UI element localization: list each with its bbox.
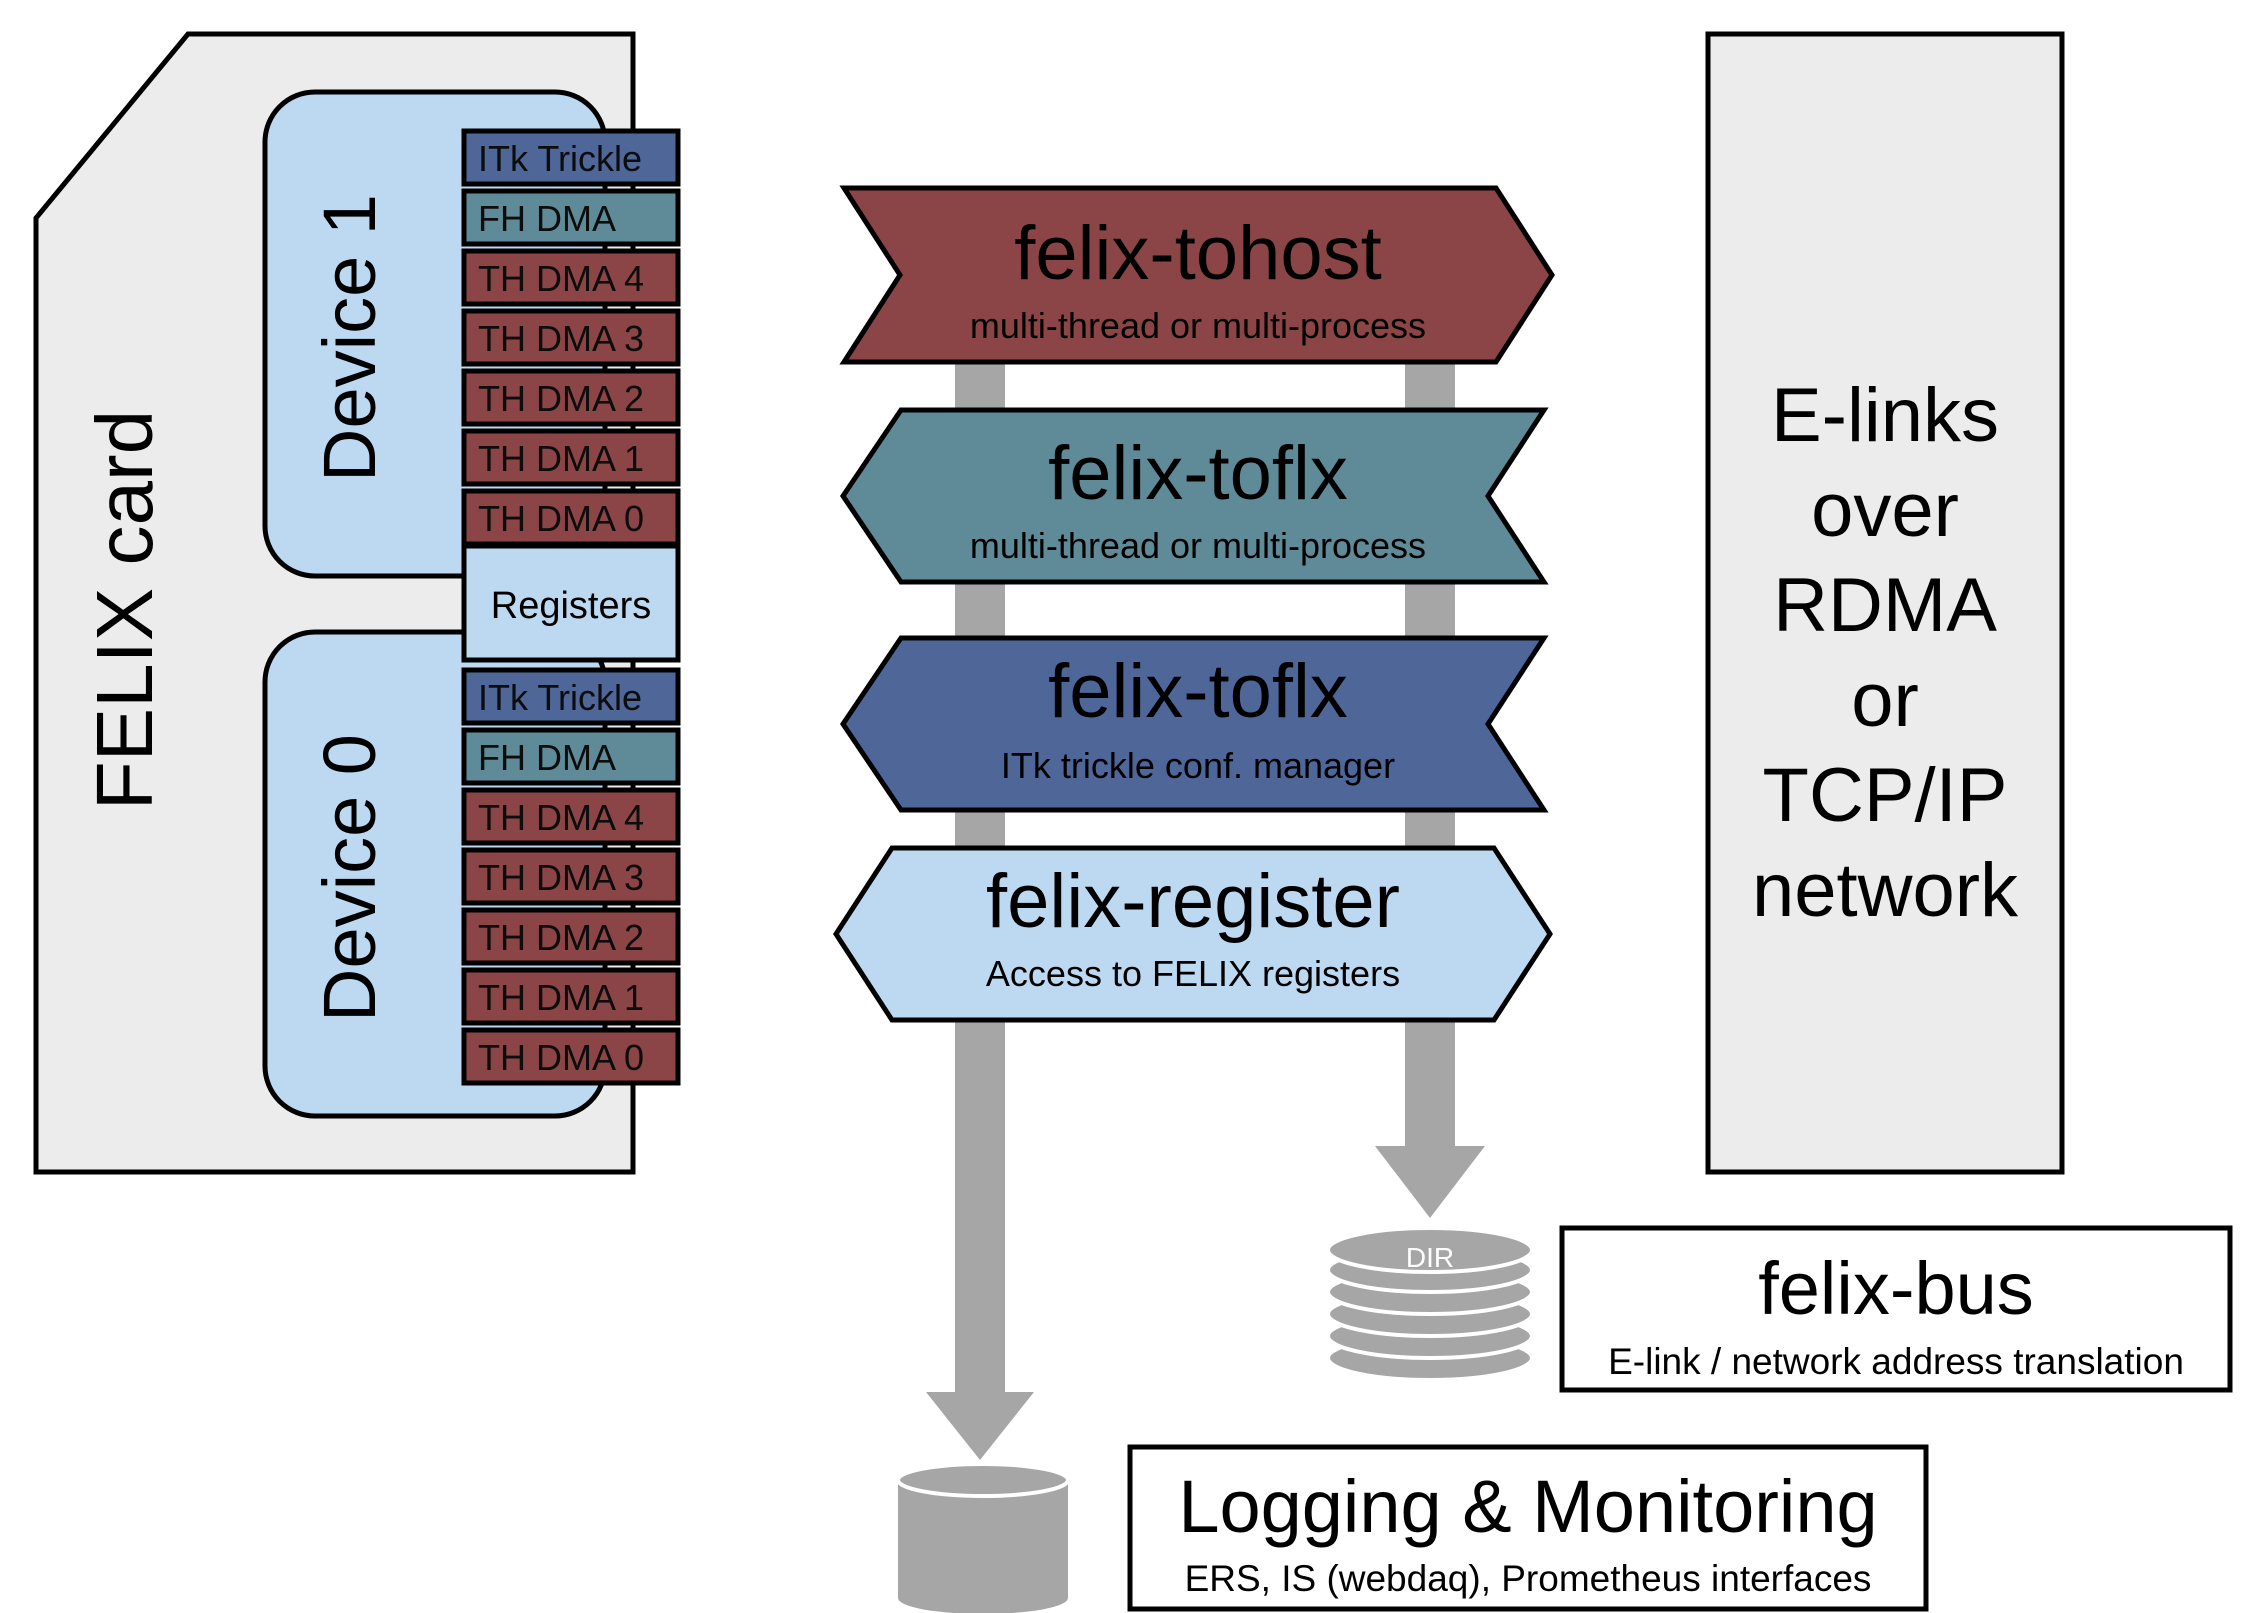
network-text-line: or (1851, 658, 1919, 743)
device0-channel-label: TH DMA 3 (478, 857, 645, 898)
logging-box (1127, 1444, 1929, 1612)
network-panel (1705, 31, 2065, 1175)
device0-label: Device 0 (308, 734, 391, 1022)
felix-bus-title: felix-bus (1758, 1247, 2034, 1330)
registers-label: Registers (490, 585, 652, 627)
felix-card-title: FELIX card (80, 409, 169, 811)
felix-bus-arrow-head (1375, 1146, 1485, 1218)
device0-channel-box (461, 727, 681, 786)
device1-channel-label: TH DMA 2 (478, 378, 645, 419)
felix-register-sign (833, 845, 1553, 1023)
network-text-line: over (1811, 468, 1959, 553)
logging-title: Logging & Monitoring (1178, 1465, 1878, 1548)
device1-channel-label: TH DMA 0 (478, 498, 645, 539)
felix-toflx-subtitle: multi-thread or multi-process (969, 525, 1427, 566)
felix-tohost-subtitle: multi-thread or multi-process (969, 305, 1427, 346)
logging-database-icon (896, 1462, 1070, 1613)
felix-toflx-sign (839, 407, 1549, 585)
logging-arrow-head (926, 1392, 1034, 1460)
device1-channel-label: TH DMA 4 (478, 258, 645, 299)
felix-register-subtitle: Access to FELIX registers (985, 953, 1401, 994)
device0-channel-box (461, 787, 681, 846)
device0-channel-label: TH DMA 0 (478, 1037, 645, 1078)
device1-channel-label: ITk Trickle (478, 138, 643, 179)
device0-channel-box (461, 1027, 681, 1086)
felix-bus-box (1559, 1225, 2233, 1393)
device0-channel-label: TH DMA 1 (478, 977, 645, 1018)
device0-channel-label: ITk Trickle (478, 677, 643, 718)
network-text-line: network (1751, 848, 2019, 933)
dir-label: DIR (1405, 1242, 1455, 1273)
device1-channel-list (461, 128, 681, 547)
device0-channel-label: TH DMA 4 (478, 797, 645, 838)
network-text-line: TCP/IP (1762, 753, 2008, 838)
felix-toflx-itk-title: felix-toflx (1048, 649, 1348, 734)
device0-channel-box (461, 847, 681, 906)
felix-toflx-itk-sign (839, 635, 1549, 813)
felix-toflx-itk-subtitle: ITk trickle conf. manager (1000, 745, 1396, 786)
device1-channel-box (461, 368, 681, 427)
device1-channel-label: TH DMA 1 (478, 438, 645, 479)
device0-channel-label: FH DMA (478, 737, 616, 778)
device0-channel-box (461, 667, 681, 726)
device0-channel-label: TH DMA 2 (478, 917, 645, 958)
device1-channel-box (461, 488, 681, 547)
network-text-line: RDMA (1773, 563, 1997, 648)
device1-label: Device 1 (308, 194, 391, 482)
device1-channel-box (461, 188, 681, 247)
device1-channel-box (461, 428, 681, 487)
device1-channel-box (461, 128, 681, 187)
device1-channel-label: TH DMA 3 (478, 318, 645, 359)
network-text-line: E-links (1770, 373, 2000, 458)
felix-toflx-title: felix-toflx (1048, 431, 1348, 516)
device0-channel-list (461, 667, 681, 1086)
device1-channel-box (461, 308, 681, 367)
dir-database-icon (1326, 1226, 1534, 1382)
felix-bus-subtitle: E-link / network address translation (1608, 1341, 2184, 1382)
device1-channel-box (461, 248, 681, 307)
device0-channel-box (461, 967, 681, 1026)
felix-register-title: felix-register (986, 859, 1400, 944)
felix-tohost-sign (839, 185, 1555, 365)
logging-subtitle: ERS, IS (webdaq), Prometheus interfaces (1184, 1558, 1872, 1599)
device1-channel-label: FH DMA (478, 198, 616, 239)
felix-tohost-title: felix-tohost (1014, 211, 1382, 296)
device0-channel-box (461, 907, 681, 966)
